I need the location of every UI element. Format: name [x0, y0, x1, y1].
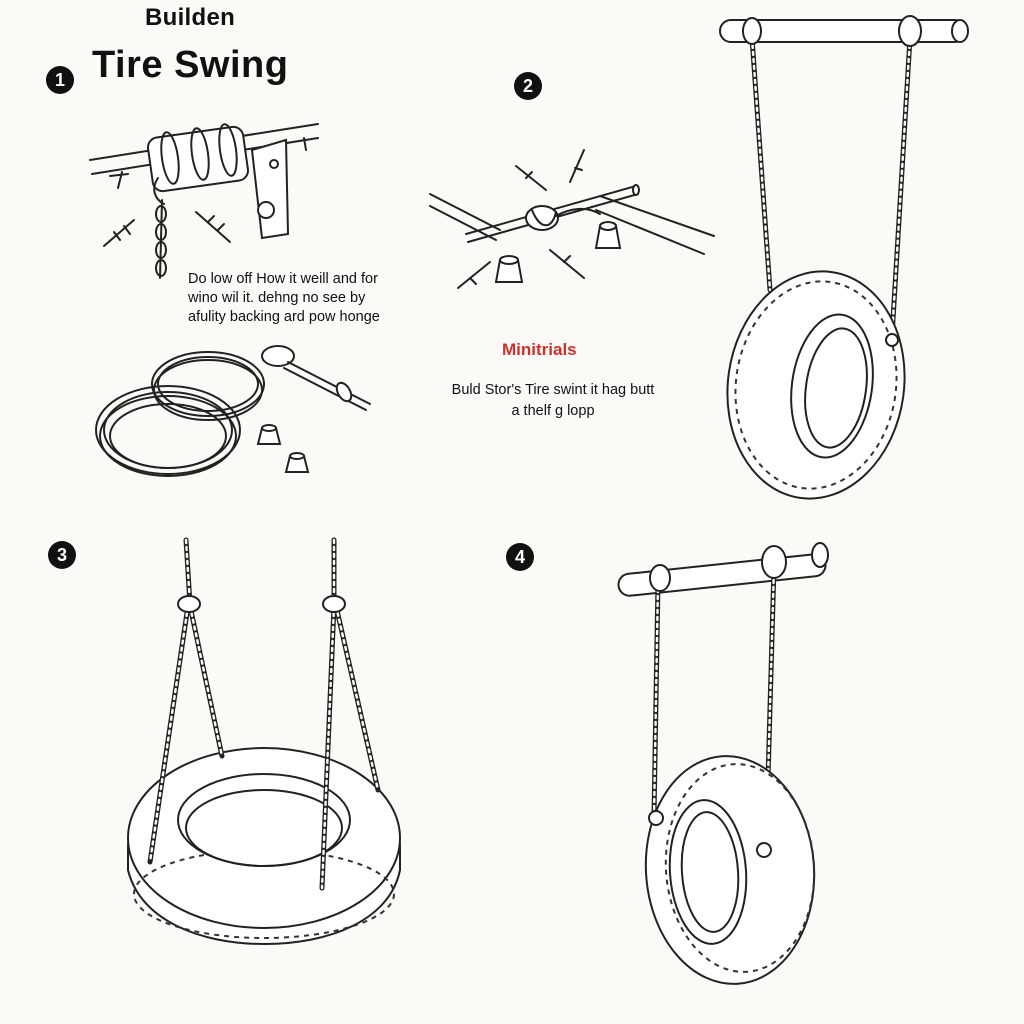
step-3-number: 3 — [48, 541, 76, 569]
step-1-line-1: Do low off How it weill and for — [188, 271, 378, 287]
step-1-bracket-illustration — [89, 123, 319, 279]
step-1-materials-illustration — [95, 345, 371, 477]
page-subtitle: Builden — [145, 4, 236, 31]
step-1-line-3: afulity backing ard pow honge — [188, 309, 380, 325]
step-4-vertical-tire-illustration — [617, 542, 829, 985]
step-2-number: 2 — [514, 72, 542, 100]
materials-heading: Minitrials — [502, 340, 577, 359]
step-2-line-2: a thelf g lopp — [511, 403, 595, 419]
step-1-number: 1 — [46, 66, 74, 94]
step-2-hanging-tire-illustration — [719, 15, 969, 500]
step-4-number: 4 — [506, 543, 534, 571]
page-title: Tire Swing — [92, 44, 289, 86]
step-2-line-1: Buld Stor's Tire swint it hag butt — [451, 382, 655, 398]
step-1-description: Do low off How it weill and for wino wil… — [188, 270, 380, 327]
step-3-horizontal-tire-illustration — [127, 537, 401, 946]
step-2-clamp-illustration — [429, 149, 715, 289]
step-2-description: Buld Stor's Tire swint it hag butt a the… — [428, 380, 678, 422]
step-1-line-2: wino wil it. dehng no see by — [188, 290, 366, 306]
